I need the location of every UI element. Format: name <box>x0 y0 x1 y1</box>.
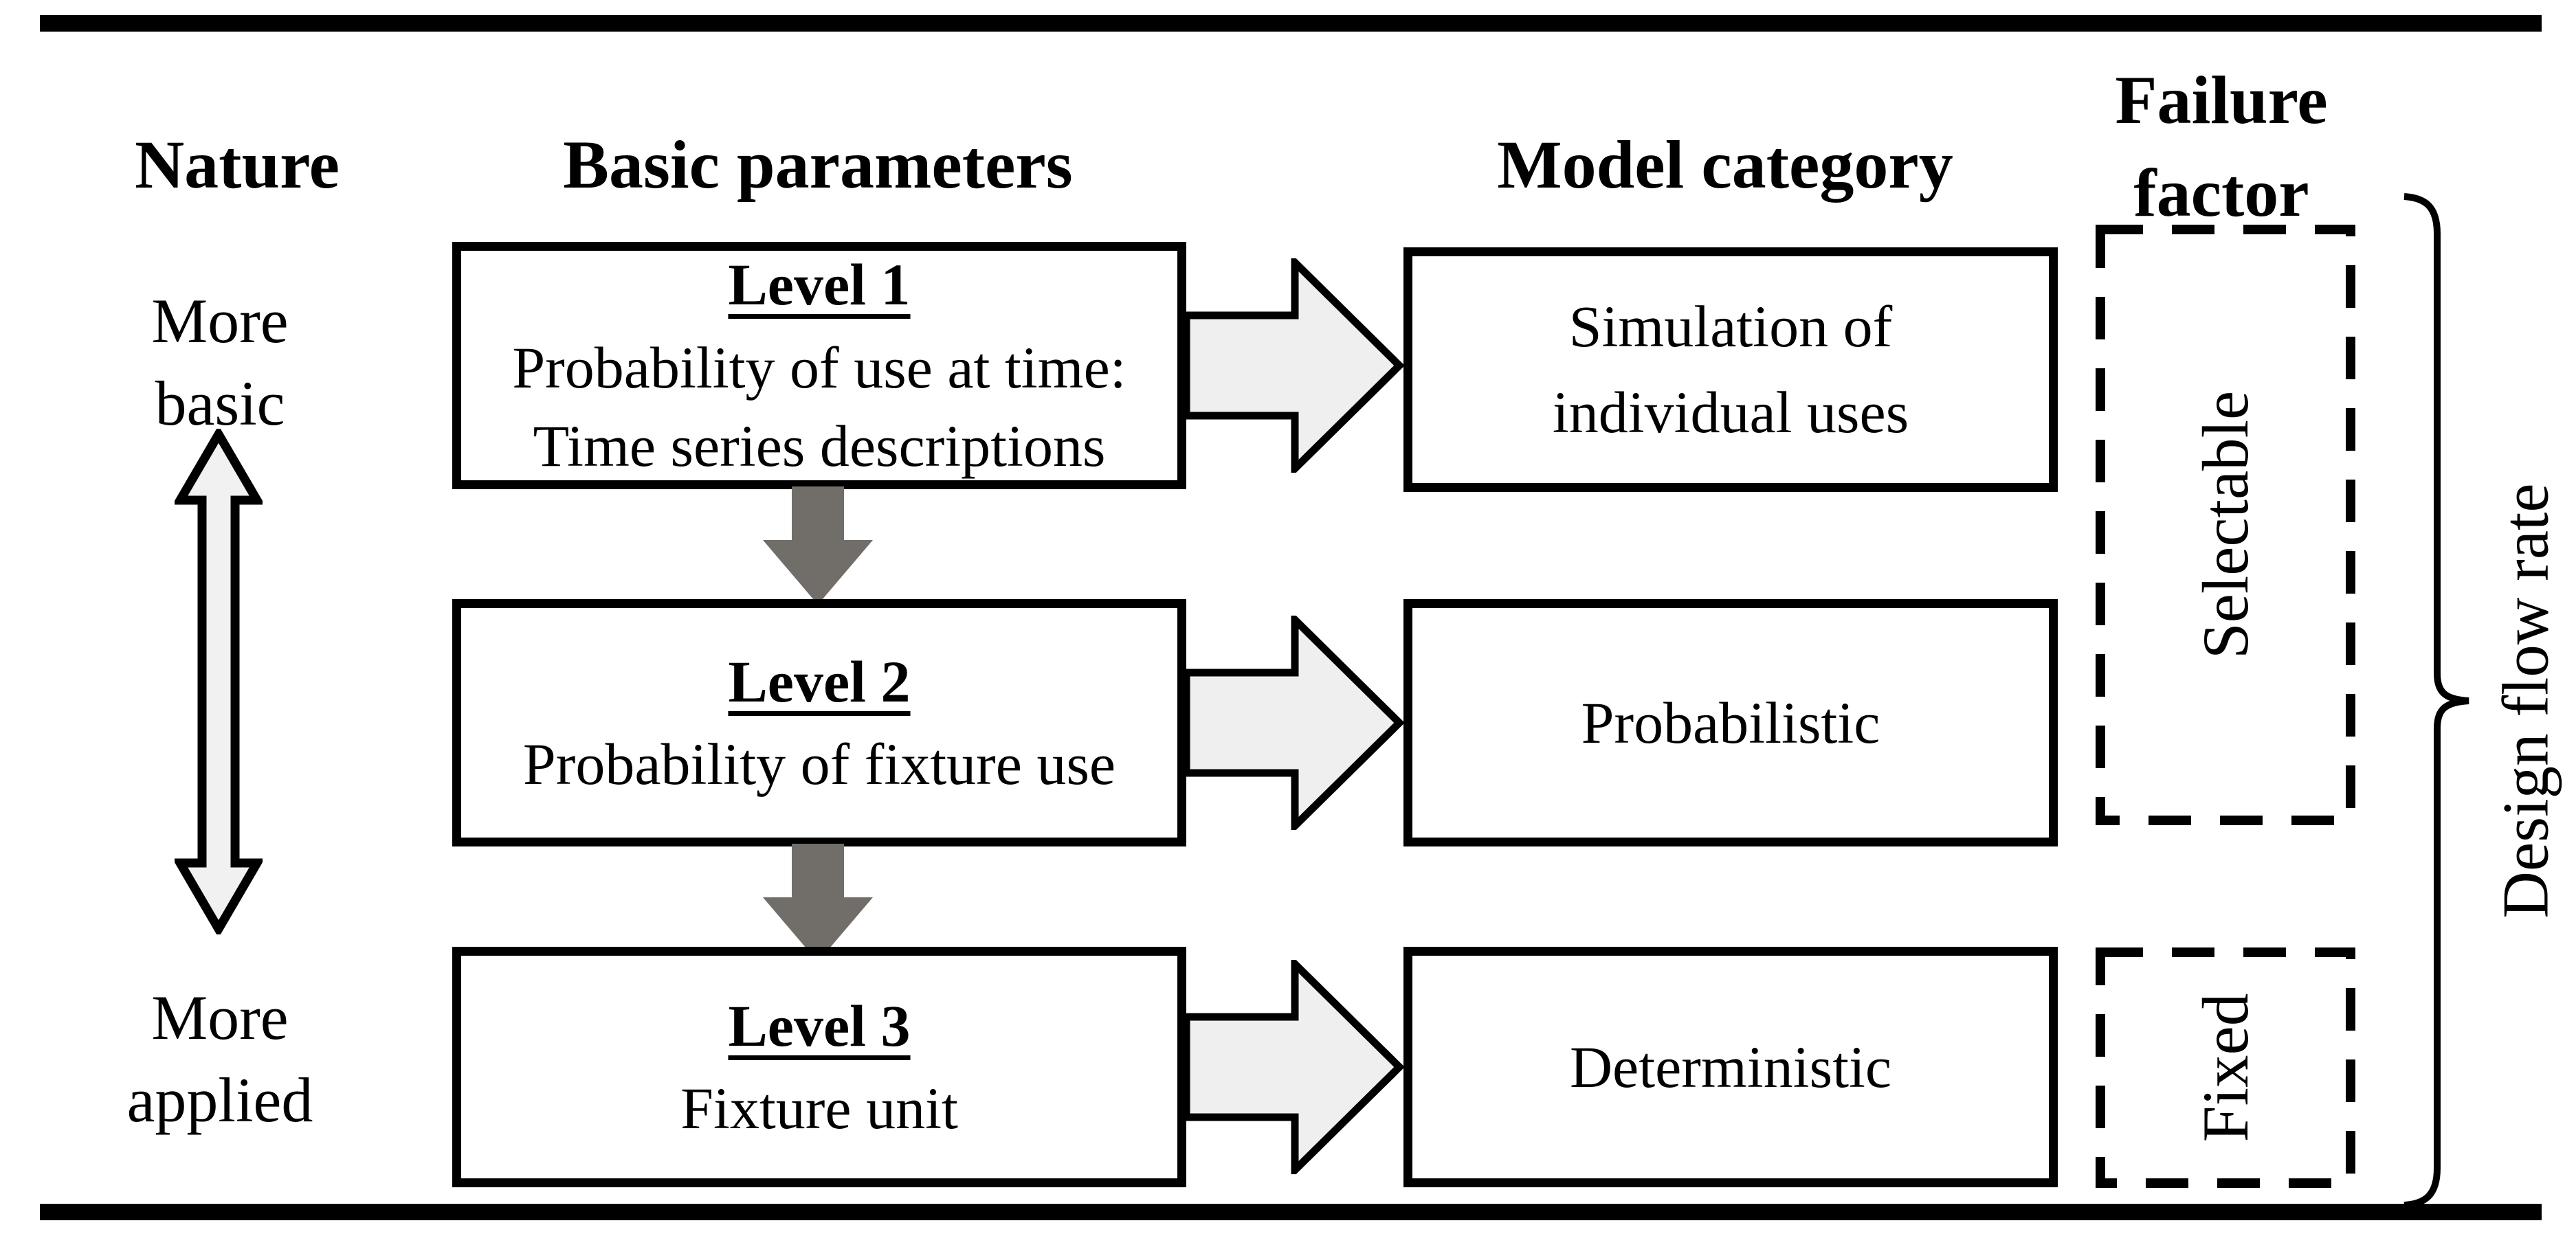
column-header-basic-parameters: Basic parameters <box>563 126 1073 203</box>
failure-factor-fixed-box: Fixed <box>2095 947 2356 1189</box>
level-2-title: Level 2 <box>728 648 911 715</box>
dashed-border-fixed <box>2096 947 2355 1188</box>
more-applied-line1: More <box>151 983 289 1053</box>
more-applied-line2: applied <box>126 1064 313 1135</box>
level-3-line1: Fixture unit <box>680 1075 958 1141</box>
level-3-title: Level 3 <box>728 992 911 1059</box>
model-simulation-line2: individual uses <box>1552 379 1909 445</box>
down-arrow-icon-1 <box>763 486 873 605</box>
design-flow-rate-label-wrap: Design flow rate <box>2474 385 2576 1017</box>
more-basic-line2: basic <box>155 368 285 438</box>
column-header-model-category: Model category <box>1497 126 1953 203</box>
model-box-deterministic: Deterministic <box>1403 947 2058 1187</box>
level-1-box: Level 1 Probability of use at time: Time… <box>452 242 1186 489</box>
flow-arrow-icon-row1 <box>1185 258 1405 473</box>
fixed-label: Fixed <box>2189 993 2262 1143</box>
level-2-line1: Probability of fixture use <box>522 731 1116 797</box>
failure-factor-line1: Failure <box>2115 62 2328 138</box>
model-deterministic-label: Deterministic <box>1569 1033 1892 1100</box>
design-flow-rate-label: Design flow rate <box>2489 483 2563 919</box>
nature-label-more-applied: More applied <box>76 977 364 1141</box>
dashed-border-selectable <box>2096 225 2355 825</box>
nature-label-more-basic: More basic <box>76 280 364 445</box>
flow-arrow-icon-row3 <box>1185 960 1405 1174</box>
failure-factor-line2: factor <box>2133 155 2309 231</box>
model-box-probabilistic: Probabilistic <box>1403 599 2058 846</box>
top-rule <box>40 15 2542 32</box>
more-basic-line1: More <box>151 286 289 356</box>
level-1-line2: Time series descriptions <box>533 413 1106 480</box>
column-header-failure-factor: Failure factor <box>2050 54 2393 239</box>
model-probabilistic-label: Probabilistic <box>1581 689 1880 756</box>
level-3-box: Level 3 Fixture unit <box>452 947 1186 1187</box>
failure-factor-selectable-box: Selectable <box>2095 224 2356 826</box>
selectable-label: Selectable <box>2189 390 2263 660</box>
double-arrow-icon <box>175 429 263 934</box>
level-1-line1: Probability of use at time: <box>512 334 1126 401</box>
model-simulation-line1: Simulation of <box>1568 293 1893 360</box>
model-box-simulation: Simulation of individual uses <box>1403 247 2058 492</box>
design-flow-rate-brace <box>2403 193 2469 1209</box>
level-1-title: Level 1 <box>728 251 911 318</box>
flow-arrow-icon-row2 <box>1185 616 1405 830</box>
bottom-rule <box>40 1204 2542 1220</box>
down-arrow-icon-2 <box>763 844 873 962</box>
column-header-nature: Nature <box>134 126 340 203</box>
level-2-box: Level 2 Probability of fixture use <box>452 599 1186 846</box>
